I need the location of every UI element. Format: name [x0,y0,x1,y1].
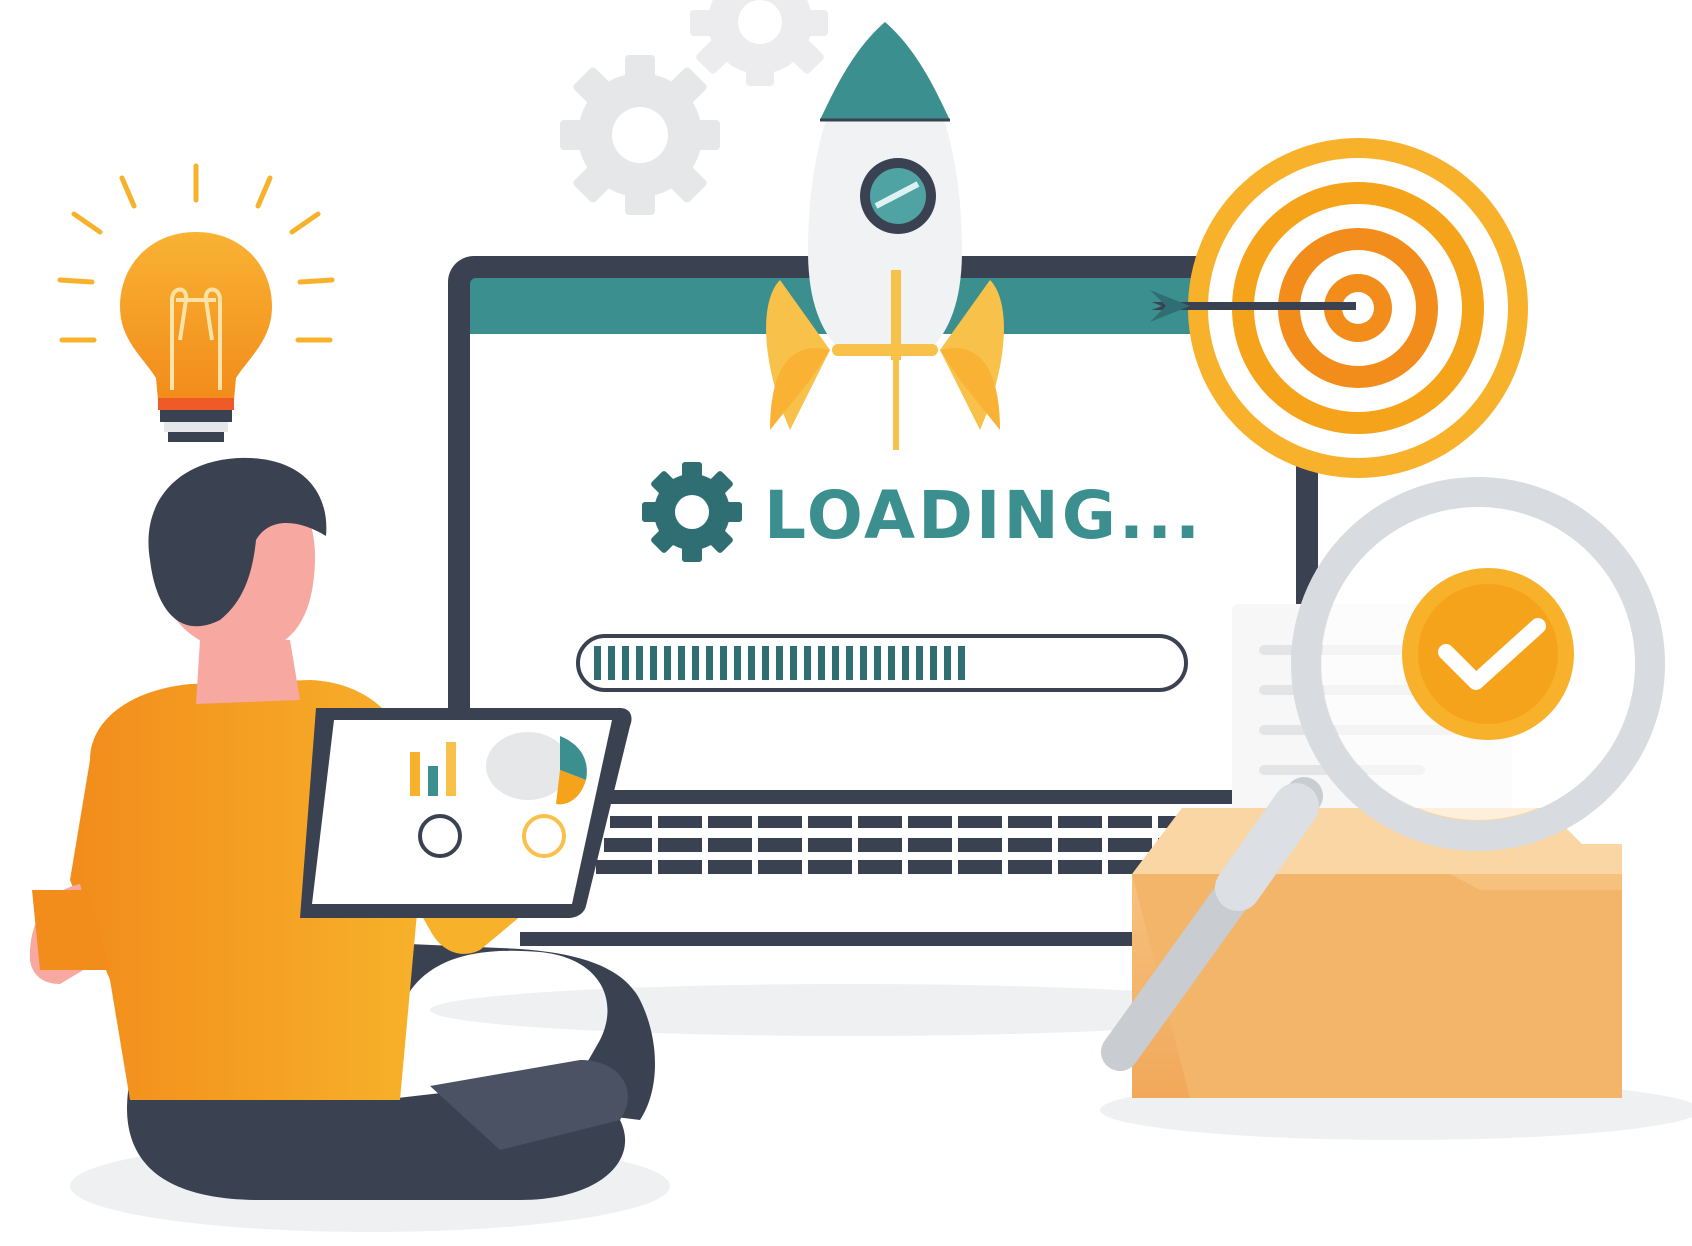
progress-tick [622,646,629,680]
checkmark-icon [1402,568,1574,740]
progress-tick [958,646,965,680]
arrow-icon [1120,290,1356,322]
progress-tick [692,646,699,680]
progress-tick [832,646,839,680]
progress-tick [846,646,853,680]
progress-tick [664,646,671,680]
progress-tick [860,646,867,680]
progress-tick [608,646,615,680]
loading-label: LOADING... [764,477,1203,554]
progress-tick [762,646,769,680]
bar-chart-icon [410,742,456,796]
progress-tick [678,646,685,680]
progress-tick [874,646,881,680]
background-gear-icon-small [690,0,828,86]
progress-tick [594,646,601,680]
keyboard-keys [596,816,1222,874]
progress-tick [720,646,727,680]
lightbulb-icon [57,163,335,442]
progress-tick [930,646,937,680]
target-icon [1188,138,1528,478]
progress-bar [576,634,1188,692]
progress-tick [916,646,923,680]
folder-icon [1100,808,1692,1140]
progress-tick [888,646,895,680]
laptop-hinge [596,790,1236,804]
progress-tick [776,646,783,680]
progress-tick [734,646,741,680]
progress-fill [594,646,965,680]
progress-tick [804,646,811,680]
progress-track [576,634,1188,692]
progress-tick [818,646,825,680]
laptop-base-edge [520,932,1270,946]
background-gear-icon [560,55,720,215]
progress-tick [650,646,657,680]
rocket-icon [766,22,1004,450]
progress-tick [636,646,643,680]
progress-tick [902,646,909,680]
loading-gear-icon [642,462,742,562]
progress-tick [748,646,755,680]
progress-tick [790,646,797,680]
progress-tick [944,646,951,680]
person-hair [148,457,327,627]
pie-chart-icon [486,732,587,805]
tablet [300,708,632,918]
progress-tick [706,646,713,680]
